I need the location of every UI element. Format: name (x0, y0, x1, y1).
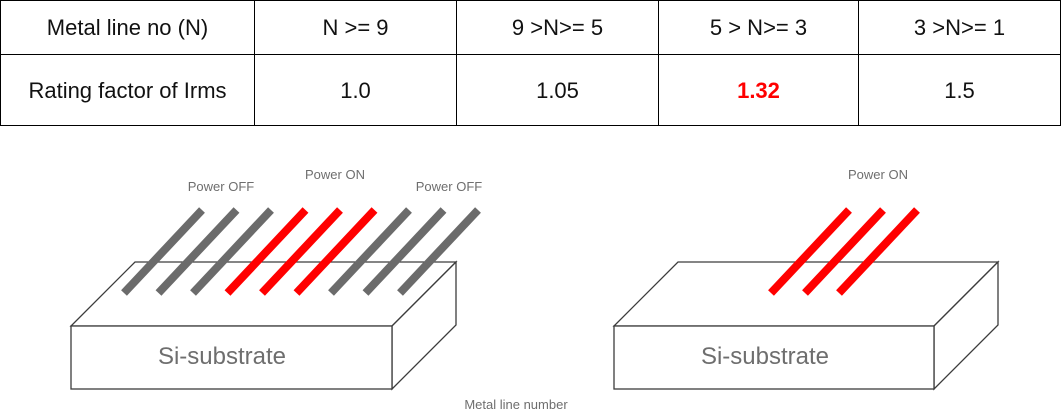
value-cell: 1.5 (858, 54, 1061, 126)
table-row-values: Rating factor of Irms 1.0 1.05 1.32 1.5 (0, 54, 1061, 126)
column-header-cell: 9 >N>= 5 (456, 0, 659, 55)
value-cell: 1.0 (254, 54, 457, 126)
metal-line-power-on (836, 207, 920, 296)
metal-line-power-on (293, 207, 378, 296)
value-cell: 1.05 (456, 54, 659, 126)
metal-line-power-off (328, 207, 412, 296)
right-metal-lines (768, 207, 920, 296)
metal-line-power-on (259, 207, 343, 296)
right-label-power-on: Power ON (848, 167, 908, 182)
metal-line-power-off (121, 207, 205, 296)
metal-line-power-on (224, 207, 309, 296)
left-label-power-off-1: Power OFF (188, 179, 255, 194)
left-label-power-on: Power ON (305, 167, 365, 182)
right-substrate-top-face (612, 261, 1000, 327)
metal-line-power-on (768, 207, 852, 296)
row-label-cell: Rating factor of Irms (0, 54, 255, 126)
right-substrate-front-face (613, 325, 935, 390)
metal-line-power-off (155, 207, 240, 296)
left-substrate-front-face (70, 325, 393, 390)
left-metal-lines (121, 207, 481, 296)
metal-line-power-off (362, 207, 447, 296)
header-label-cell: Metal line no (N) (0, 0, 255, 55)
rating-table: Metal line no (N) N >= 9 9 >N>= 5 5 > N>… (0, 0, 1061, 126)
caption: Metal line number (464, 397, 568, 411)
right-substrate-label: Si-substrate (701, 343, 829, 370)
right-substrate-block (612, 260, 1000, 391)
left-substrate-label: Si-substrate (158, 343, 286, 370)
metal-line-power-off (190, 207, 274, 296)
metal-line-power-on (802, 207, 886, 296)
column-header-cell: N >= 9 (254, 0, 457, 55)
value-cell-highlight: 1.32 (658, 54, 859, 126)
left-label-power-off-2: Power OFF (416, 179, 483, 194)
metal-line-power-off (397, 207, 481, 296)
